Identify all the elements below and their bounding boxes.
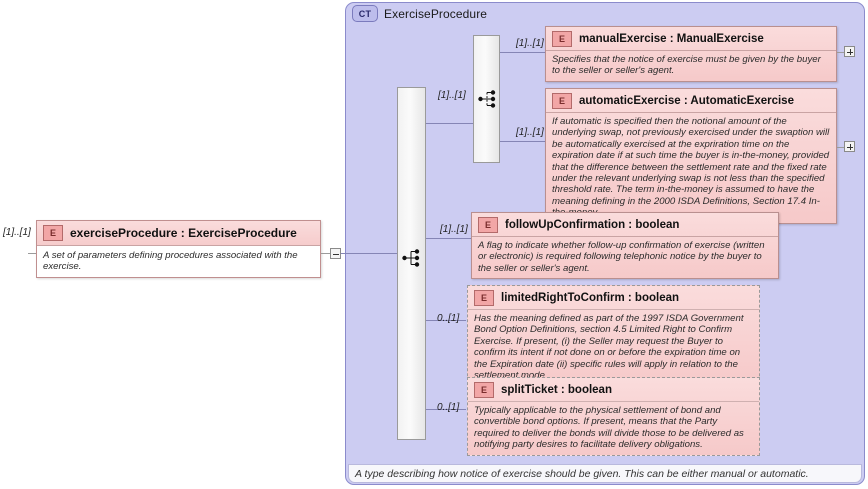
choice-icon (478, 90, 496, 108)
sequence-to-limitedright-line (426, 320, 466, 321)
manual-exercise-label: manualExercise : ManualExercise (579, 33, 764, 45)
sequence-to-splitticket-line (426, 409, 466, 410)
root-cardinality: [1]..[1] (3, 227, 31, 238)
choice-cardinality: [1]..[1] (438, 90, 466, 101)
manual-exercise-header: E manualExercise : ManualExercise (546, 27, 836, 51)
element-node-automatic-exercise[interactable]: E automaticExercise : AutomaticExercise … (545, 88, 837, 224)
element-node-manual-exercise[interactable]: E manualExercise : ManualExercise Specif… (545, 26, 837, 82)
complex-type-annotation-text: A type describing how notice of exercise… (355, 467, 809, 480)
split-ticket-description: Typically applicable to the physical set… (474, 405, 744, 451)
element-badge-icon: E (552, 93, 572, 109)
complex-type-header: CT ExerciseProcedure (352, 5, 487, 22)
element-badge-icon: E (474, 290, 494, 306)
limitedright-cardinality: 0..[1] (437, 313, 460, 324)
element-badge-icon: E (478, 217, 498, 233)
automatic-exercise-description: If automatic is specified then the notio… (552, 116, 830, 218)
element-node-exercise-procedure[interactable]: E exerciseProcedure : ExerciseProcedure … (36, 220, 321, 278)
followup-cardinality: [1]..[1] (440, 224, 468, 235)
split-ticket-header: E splitTicket : boolean (468, 378, 759, 402)
limited-right-to-confirm-description: Has the meaning defined as part of the 1… (474, 313, 744, 382)
automatic-exercise-header: E automaticExercise : AutomaticExercise (546, 89, 836, 113)
splitticket-cardinality: 0..[1] (437, 402, 460, 413)
root-right-stub-line (321, 253, 330, 254)
element-badge-icon: E (552, 31, 572, 47)
manual-exercise-description: Specifies that the notice of exercise mu… (552, 54, 821, 77)
root-left-stub-line (28, 253, 36, 254)
root-to-sequence-line (341, 253, 397, 254)
follow-up-confirmation-label: followUpConfirmation : boolean (505, 219, 680, 231)
complex-type-title: ExerciseProcedure (384, 6, 488, 21)
sequence-to-choice-line (426, 123, 473, 124)
collapse-toggle-minus-box[interactable] (330, 248, 341, 259)
expand-toggle-plus-box-automatic[interactable] (844, 141, 855, 152)
automatic-exercise-label: automaticExercise : AutomaticExercise (579, 95, 794, 107)
automatic-right-stub-line (837, 147, 844, 148)
automatic-cardinality: [1]..[1] (516, 127, 544, 138)
sequence-to-followup-line (426, 238, 471, 239)
limited-right-to-confirm-label: limitedRightToConfirm : boolean (501, 292, 680, 304)
choice-to-automatic-line (500, 141, 545, 142)
follow-up-confirmation-header: E followUpConfirmation : boolean (472, 213, 778, 237)
sequence-icon (402, 249, 420, 267)
manual-right-stub-line (837, 52, 844, 53)
complex-type-badge: CT (352, 5, 378, 22)
manual-cardinality: [1]..[1] (516, 38, 544, 49)
root-node-header: E exerciseProcedure : ExerciseProcedure (37, 221, 320, 246)
element-node-follow-up-confirmation[interactable]: E followUpConfirmation : boolean A flag … (471, 212, 779, 280)
choice-to-manual-line (500, 52, 545, 53)
split-ticket-label: splitTicket : boolean (501, 384, 612, 396)
complex-type-annotation: A type describing how notice of exercise… (348, 464, 862, 483)
element-node-split-ticket[interactable]: E splitTicket : boolean Typically applic… (467, 377, 760, 456)
follow-up-confirmation-description: A flag to indicate whether follow-up con… (478, 240, 765, 274)
root-node-description: A set of parameters defining procedures … (37, 246, 320, 277)
element-node-limited-right-to-confirm[interactable]: E limitedRightToConfirm : boolean Has th… (467, 285, 760, 387)
element-badge-icon: E (43, 225, 63, 241)
limited-right-to-confirm-header: E limitedRightToConfirm : boolean (468, 286, 759, 310)
expand-toggle-plus-box-manual[interactable] (844, 46, 855, 57)
element-badge-icon: E (474, 382, 494, 398)
root-node-label: exerciseProcedure : ExerciseProcedure (70, 226, 297, 240)
